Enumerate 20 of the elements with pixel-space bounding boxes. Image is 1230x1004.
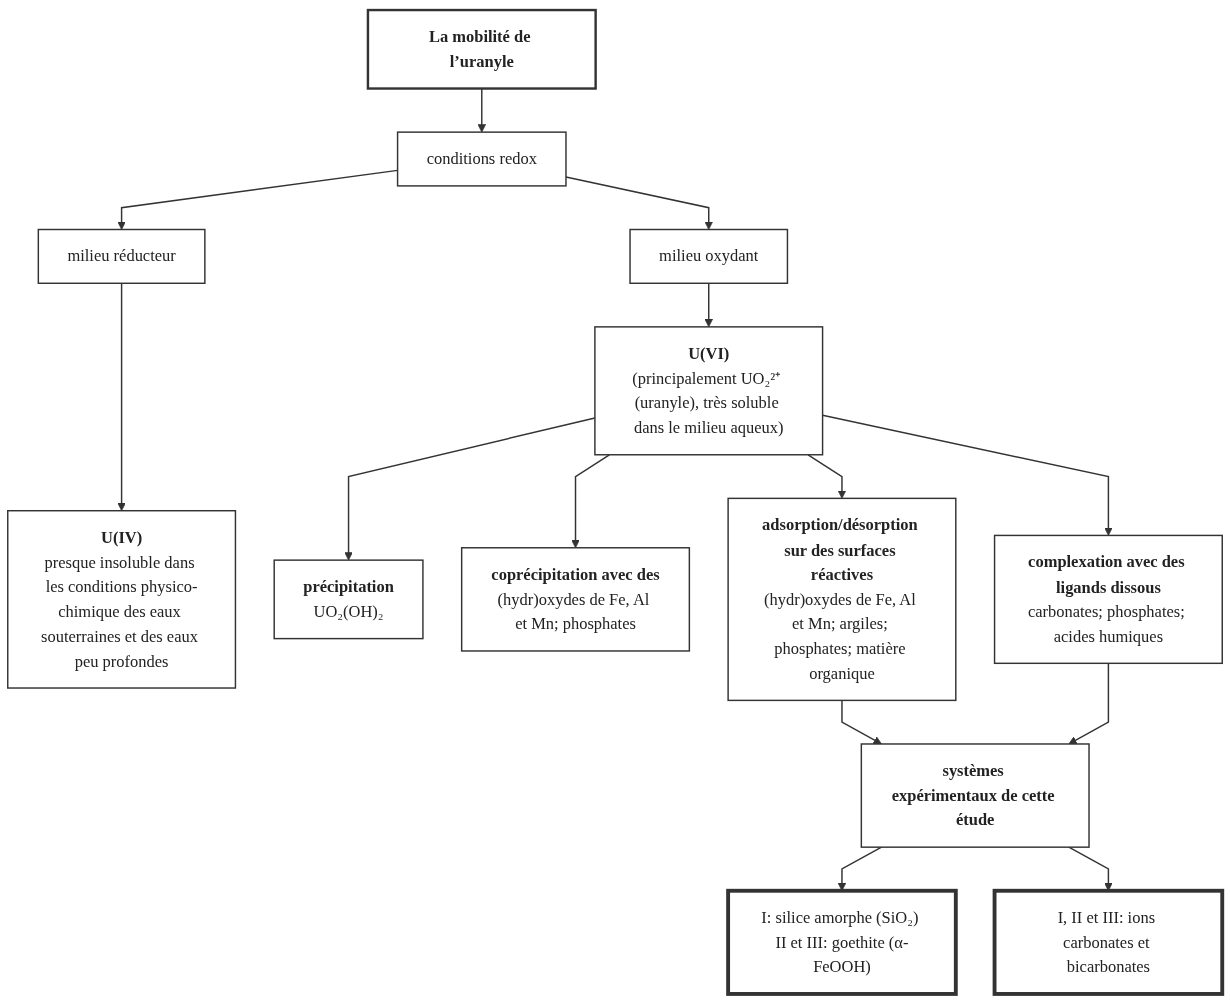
arrow <box>704 282 713 328</box>
node-box: milieu réducteur <box>37 228 206 284</box>
node-box: complexation avec des ligands dissous carbonates; phosphates; acides humiques <box>993 534 1223 665</box>
node-box: U(VI) (principalement UO₂²⁺ (uranyle), très soluble dans le milieu aqueux) <box>594 326 824 456</box>
node-box: I: silice amorphe (SiO₂) II et III: goethite (α-FeOOH) <box>726 888 958 996</box>
arrow <box>841 699 882 745</box>
node-box: conditions redox <box>396 131 567 187</box>
arrow <box>117 282 126 512</box>
arrow <box>565 176 713 230</box>
node-box: U(IV) presque insoluble dans les conditions physico-chimique des eaux souterraines et des eaux peu profondes <box>7 510 237 689</box>
arrow <box>807 454 847 499</box>
node-box: coprécipitation avec des (hydr)oxydes de Fe, Al et Mn; phosphates <box>460 547 691 652</box>
node-box: La mobilité de l’uranyle <box>366 8 597 90</box>
node-box: I, II et III: ions carbonates et bicarbonates <box>992 888 1225 996</box>
arrow <box>571 454 611 549</box>
node-box: précipitation UO₂(OH)₂ <box>273 559 424 640</box>
arrow <box>1068 662 1110 745</box>
node-box: milieu oxydant <box>629 228 789 284</box>
node-box: adsorption/désorption sur des surfaces réactives (hydr)oxydes de Fe, Al et Mn; argiles; phosphates; matière organique <box>727 497 957 702</box>
node-box: systèmes expérimentaux de cette étude <box>860 743 1090 848</box>
